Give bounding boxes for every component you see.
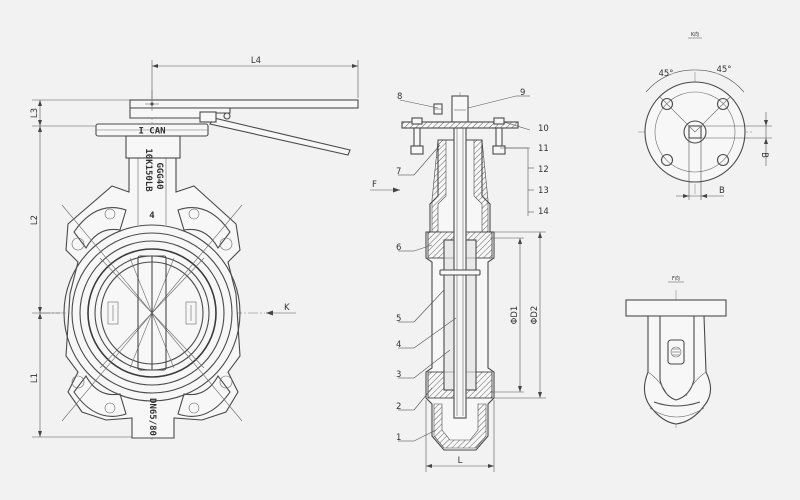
angle-left: 45° xyxy=(658,69,673,79)
part-8: 8 xyxy=(397,92,402,102)
side-view-label: F向 xyxy=(672,275,680,282)
top-view-label: K向 xyxy=(691,31,699,38)
part-2: 2 xyxy=(396,402,401,412)
dim-l4-label: L4 xyxy=(251,56,261,66)
dimension-vertical: L3 L2 L1 xyxy=(30,99,132,438)
part-14: 14 xyxy=(538,207,549,217)
part-12: 12 xyxy=(538,165,549,175)
lug-details xyxy=(71,207,233,417)
cast-number: 4 xyxy=(149,211,155,221)
dim-l-label: L xyxy=(458,456,463,466)
dim-b-side: B xyxy=(759,152,769,158)
dim-b-bottom: B xyxy=(719,186,725,196)
dimension-l4: L4 xyxy=(151,56,359,98)
dim-d2-label: ΦD2 xyxy=(530,306,540,325)
construction-lines xyxy=(61,204,243,422)
cast-size: DN65/80 xyxy=(147,398,157,436)
dimension-d: ΦD1 ΦD2 xyxy=(490,231,546,399)
part-6: 6 xyxy=(396,243,401,253)
part-10: 10 xyxy=(538,124,549,134)
hatched-bottom xyxy=(433,403,487,449)
marker-f: F xyxy=(372,180,377,190)
view-arrow-k: K xyxy=(266,303,296,316)
angle-right: 45° xyxy=(716,65,731,75)
cast-brand: I CAN xyxy=(138,127,165,137)
cast-material: GGG40 xyxy=(154,162,164,189)
dim-l1-label: L1 xyxy=(30,373,40,383)
section-view: 8 7 6 5 4 3 2 1 9 10 11 12 13 14 F xyxy=(370,88,549,472)
part-9: 9 xyxy=(520,88,525,98)
hatched-wall-left xyxy=(431,139,447,233)
part-5: 5 xyxy=(396,314,401,324)
front-view: I CAN 10K150LB GGG40 4 DN65/80 L4 xyxy=(30,56,359,440)
dimension-l: L xyxy=(425,400,495,472)
part-3: 3 xyxy=(396,370,401,380)
leaders-right xyxy=(467,95,534,216)
part-1: 1 xyxy=(396,433,401,443)
part-11: 11 xyxy=(538,144,549,154)
dim-l3-label: L3 xyxy=(30,108,40,118)
view-arrow-f: F xyxy=(370,180,400,193)
part-13: 13 xyxy=(538,186,549,196)
part-4: 4 xyxy=(396,340,401,350)
flange-hatch xyxy=(401,121,519,129)
leaders-left xyxy=(398,99,457,442)
dim-d1-label: ΦD1 xyxy=(510,306,520,325)
part-7: 7 xyxy=(396,167,401,177)
lever-handle xyxy=(129,97,359,156)
top-view: K向 45° 45° B B xyxy=(638,31,772,200)
dim-l2-label: L2 xyxy=(30,215,40,225)
bolts xyxy=(410,103,506,155)
side-view: F向 xyxy=(625,275,727,428)
marker-k: K xyxy=(284,303,290,313)
cast-rating: 10K150LB xyxy=(143,148,153,192)
